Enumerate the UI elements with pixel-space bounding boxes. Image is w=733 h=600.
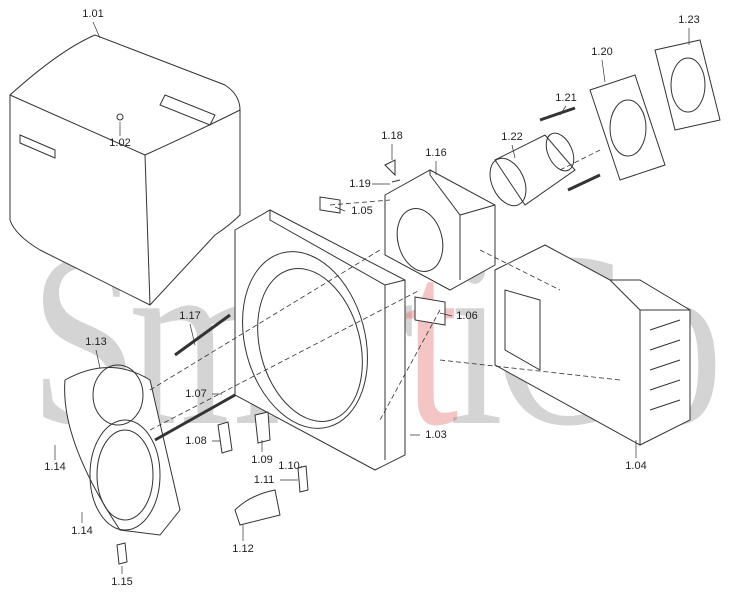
label-1-13: 1.13 bbox=[85, 336, 107, 348]
label-1-05: 1.05 bbox=[351, 205, 373, 217]
label-1-12: 1.12 bbox=[232, 543, 254, 555]
label-1-06: 1.06 bbox=[456, 310, 478, 322]
part-gasket-106 bbox=[414, 296, 446, 326]
label-1-03: 1.03 bbox=[425, 429, 447, 441]
label-1-23: 1.23 bbox=[678, 14, 700, 26]
part-blast-tube bbox=[489, 132, 576, 207]
label-1-17: 1.17 bbox=[179, 310, 201, 322]
part-bracket-112 bbox=[234, 489, 281, 526]
part-flange-plate bbox=[589, 39, 721, 181]
label-1-18: 1.18 bbox=[381, 130, 403, 142]
part-flange-box bbox=[384, 169, 496, 291]
label-1-04: 1.04 bbox=[625, 460, 647, 472]
part-studs bbox=[539, 106, 601, 192]
label-1-22: 1.22 bbox=[501, 131, 523, 143]
part-front-plate bbox=[64, 364, 181, 536]
label-1-08: 1.08 bbox=[185, 435, 207, 447]
part-fittings bbox=[384, 159, 401, 183]
label-1-02: 1.02 bbox=[109, 137, 131, 149]
part-rods bbox=[154, 313, 236, 442]
label-1-09: 1.09 bbox=[251, 454, 273, 466]
label-1-01: 1.01 bbox=[82, 8, 104, 20]
label-1-10: 1.10 bbox=[278, 460, 300, 472]
label-1-14-lower: 1.14 bbox=[71, 525, 93, 537]
label-leaders bbox=[54, 21, 690, 574]
label-1-21: 1.21 bbox=[555, 92, 577, 104]
label-1-19: 1.19 bbox=[349, 178, 371, 190]
part-side-cover bbox=[494, 244, 691, 446]
part-cover bbox=[9, 34, 241, 306]
label-1-20: 1.20 bbox=[591, 46, 613, 58]
label-1-14-upper: 1.14 bbox=[44, 461, 66, 473]
assembly-lines bbox=[149, 149, 621, 431]
part-housing bbox=[234, 209, 406, 471]
part-clips bbox=[116, 411, 309, 565]
label-1-11: 1.11 bbox=[253, 474, 275, 486]
label-1-15: 1.15 bbox=[111, 576, 133, 588]
label-1-16: 1.16 bbox=[425, 147, 447, 159]
label-1-07: 1.07 bbox=[185, 388, 207, 400]
